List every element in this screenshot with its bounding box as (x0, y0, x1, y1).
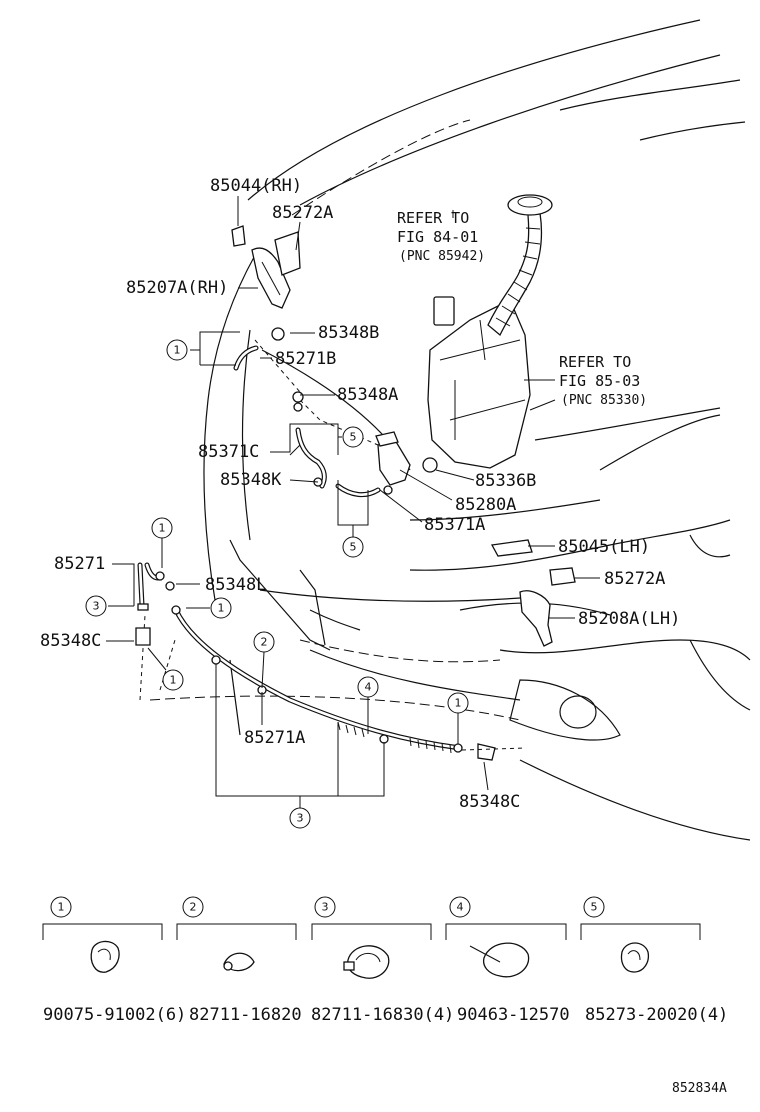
circle-ref-c1a: 1 (174, 344, 181, 357)
label-85348c-right: 85348C (459, 792, 520, 812)
label-85371c: 85371C (198, 442, 259, 462)
nozzle-rh (231, 225, 301, 341)
nozzle-lh (490, 539, 576, 647)
washer-pump (375, 431, 438, 495)
legend-part-5: 85273-20020(4) (585, 1005, 728, 1025)
circle-ref-c1e: 1 (455, 697, 462, 710)
circle-ref-c1d: 1 (170, 674, 177, 687)
refer2-line1: REFER TO (559, 353, 631, 371)
label-85044: 85044(RH) (210, 176, 302, 196)
refer1-line1: REFER TO (397, 209, 469, 227)
legend-part-3: 82711-16830(4) (311, 1005, 454, 1025)
circle-ref-c1b: 1 (159, 522, 166, 535)
label-85272a-top: 85272A (272, 203, 333, 223)
leader-lines (106, 196, 600, 808)
circle-ref-c3b: 3 (297, 812, 304, 825)
legend-ref-1: 1 (58, 901, 65, 914)
circle-ref-c3a: 3 (93, 600, 100, 613)
label-85348a: 85348A (337, 385, 398, 405)
refer1-line2: FIG 84-01 (397, 228, 478, 246)
refer2-line2: FIG 85-03 (559, 372, 640, 390)
label-85336b: 85336B (475, 471, 536, 491)
parts-legend: 1 90075-91002(6) 2 82711-16820 3 82711-1… (42, 896, 728, 1025)
legend-ref-2: 2 (190, 901, 197, 914)
circle-ref-c5a: 5 (350, 431, 357, 444)
fittings (135, 391, 323, 646)
refer2-line3: (PNC 85330) (561, 393, 647, 408)
legend-item-3: 3 82711-16830(4) (311, 896, 454, 1025)
label-85045: 85045(LH) (558, 537, 650, 557)
label-85208a: 85208A(LH) (578, 609, 680, 629)
hoses (137, 339, 526, 761)
legend-part-4: 90463-12570 (457, 1005, 570, 1025)
label-85348l: 85348L (205, 575, 266, 595)
legend-item-5: 5 85273-20020(4) (580, 896, 728, 1025)
callout-labels: 85044(RH) 85272A 85207A(RH) 85348B 85271… (40, 176, 680, 812)
circle-ref-c1c: 1 (218, 602, 225, 615)
legend-ref-4: 4 (457, 901, 464, 914)
washer-tank (427, 194, 553, 469)
circle-refs: 1 5 5 1 3 1 1 2 4 1 3 (85, 339, 469, 829)
label-85271b: 85271B (275, 349, 336, 369)
label-85348b: 85348B (318, 323, 379, 343)
label-85280a: 85280A (455, 495, 516, 515)
label-85271a: 85271A (244, 728, 305, 748)
label-85348k: 85348K (220, 470, 282, 490)
legend-item-2: 2 82711-16820 (176, 896, 302, 1025)
label-85271: 85271 (54, 554, 105, 574)
diagram-code: 852834A (672, 1081, 727, 1096)
label-85272a-bot: 85272A (604, 569, 665, 589)
legend-item-4: 4 90463-12570 (445, 896, 570, 1025)
label-85207a: 85207A(RH) (126, 278, 228, 298)
legend-part-2: 82711-16820 (189, 1005, 302, 1025)
legend-ref-3: 3 (322, 901, 329, 914)
circle-ref-c4: 4 (365, 681, 372, 694)
circle-ref-c5b: 5 (350, 541, 357, 554)
legend-part-1: 90075-91002(6) (43, 1005, 186, 1025)
label-85348c-left: 85348C (40, 631, 101, 651)
label-85371a: 85371A (424, 515, 485, 535)
circle-ref-c2: 2 (261, 636, 268, 649)
legend-item-1: 1 90075-91002(6) (42, 896, 186, 1025)
refer1-line3: (PNC 85942) (399, 249, 485, 264)
legend-ref-5: 5 (591, 901, 598, 914)
